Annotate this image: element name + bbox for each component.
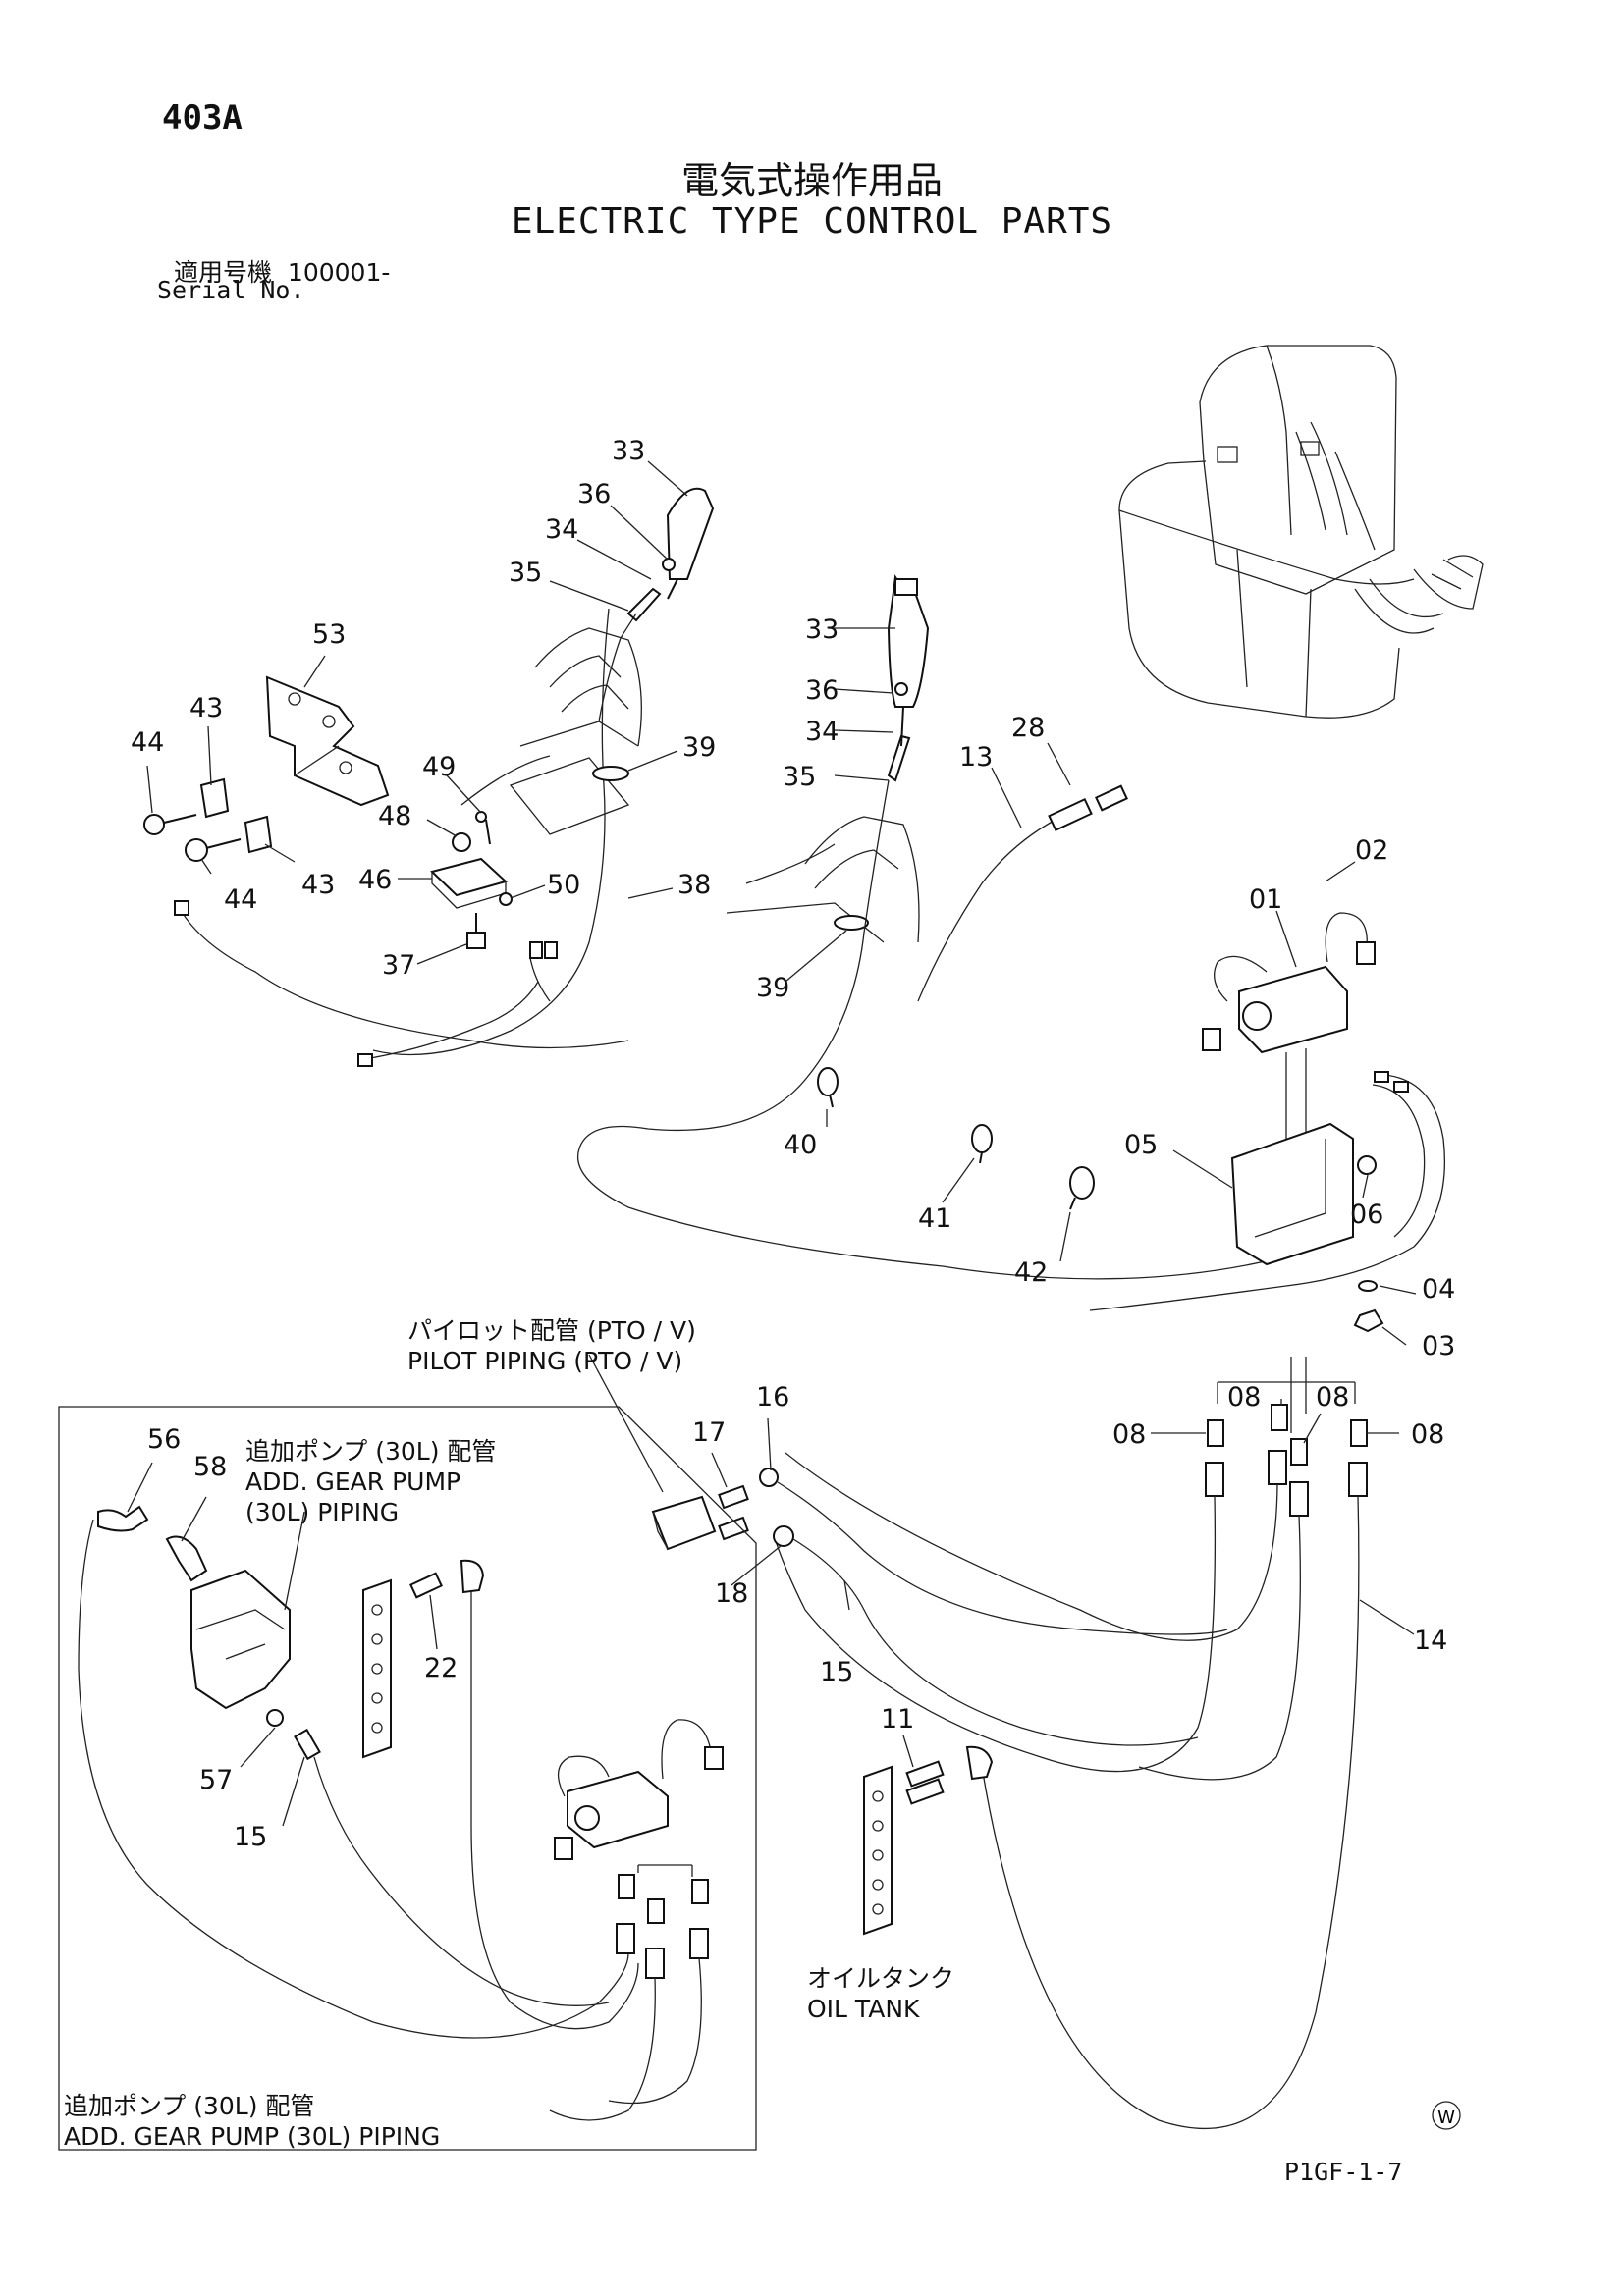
add-pump-top-label-en-1: ADD. GEAR PUMP: [245, 1468, 461, 1496]
serial-label-jp: 適用号機: [174, 258, 273, 287]
callout-53: 53: [312, 619, 346, 650]
pilot-piping-fittings: [588, 1354, 1228, 1746]
oil-tank-label-jp: オイルタンク: [807, 1964, 955, 1993]
add-pump-bottom-label-jp: 追加ポンプ (30L) 配管: [64, 2092, 315, 2120]
callout-numbers: 33 36 34 35 53 43 44 49 39 48 46 50 38 4…: [131, 436, 1455, 1852]
callout-36b: 36: [805, 675, 839, 706]
machine-overview-sketch: [1118, 345, 1484, 719]
hose-fittings: [775, 1357, 1368, 2129]
callout-03: 03: [1422, 1331, 1455, 1362]
harness-13: [917, 784, 1128, 1002]
callout-13: 13: [959, 742, 993, 773]
callout-04: 04: [1422, 1274, 1455, 1305]
add-pump-bottom-label-en: ADD. GEAR PUMP (30L) PIPING: [64, 2122, 441, 2151]
callout-44: 44: [131, 727, 164, 758]
callout-58: 58: [193, 1452, 227, 1482]
callout-50: 50: [547, 870, 580, 900]
callout-56: 56: [147, 1424, 181, 1455]
callout-05: 05: [1124, 1130, 1158, 1160]
serial-row: 適用号機 100001-: [174, 253, 390, 289]
callout-28: 28: [1011, 713, 1045, 743]
callout-34: 34: [545, 514, 578, 545]
callout-37: 37: [382, 950, 415, 981]
oil-tank-label-en: OIL TANK: [807, 1995, 920, 2023]
solenoid-valve-assembly: [1089, 912, 1446, 1333]
add-pump-top-label-jp: 追加ポンプ (30L) 配管: [245, 1437, 497, 1466]
pilot-piping-label-en: PILOT PIPING (PTO / V): [407, 1347, 683, 1375]
watermark-circle: [1432, 2101, 1461, 2130]
oil-tank-label: オイルタンク OIL TANK: [807, 1963, 954, 2024]
callout-15b: 15: [234, 1822, 267, 1852]
callout-06: 06: [1350, 1200, 1383, 1230]
callout-36: 36: [577, 479, 611, 509]
callout-17: 17: [692, 1417, 726, 1448]
callout-57: 57: [199, 1765, 233, 1795]
callout-08-c: 08: [1316, 1382, 1349, 1413]
callout-43: 43: [189, 693, 223, 723]
leader-lines: [127, 460, 1417, 1877]
callout-38: 38: [677, 870, 711, 900]
switch-bracket-assembly: [143, 675, 629, 1067]
callout-35: 35: [509, 558, 542, 588]
page-number: 403A: [162, 98, 243, 137]
callout-49: 49: [422, 752, 456, 782]
add-pump-piping-box: [58, 1406, 757, 2151]
watermark-symbol: W: [1437, 2108, 1455, 2128]
callout-15: 15: [820, 1657, 853, 1687]
callout-08-b: 08: [1227, 1382, 1261, 1413]
callout-48: 48: [378, 801, 411, 831]
callout-43b: 43: [301, 870, 335, 900]
callout-39b: 39: [756, 973, 789, 1003]
drawing-code: P1GF-1-7: [1284, 2158, 1403, 2186]
add-pump-bottom-label: 追加ポンプ (30L) 配管 ADD. GEAR PUMP (30L) PIPI…: [64, 2091, 440, 2152]
callout-44b: 44: [224, 884, 257, 915]
callout-02: 02: [1355, 835, 1388, 866]
page-title-jp: 電気式操作用品: [680, 159, 943, 202]
callout-11: 11: [881, 1704, 914, 1735]
serial-label-en: Serial No.: [157, 276, 305, 304]
add-pump-top-label-en-2: (30L) PIPING: [245, 1498, 400, 1526]
callout-35b: 35: [783, 762, 816, 792]
oil-tank-fittings: [863, 1745, 994, 1936]
callout-46: 46: [358, 865, 392, 895]
page-title-en: ELECTRIC TYPE CONTROL PARTS: [511, 201, 1113, 241]
callout-01: 01: [1249, 884, 1282, 915]
callout-39: 39: [682, 732, 716, 763]
serial-value: 100001-: [287, 258, 391, 287]
clamps: [817, 1067, 1095, 1210]
callout-34b: 34: [805, 717, 839, 747]
callout-16: 16: [756, 1382, 789, 1413]
callout-18: 18: [715, 1578, 748, 1609]
callout-08-d: 08: [1411, 1419, 1444, 1450]
callout-14: 14: [1414, 1626, 1447, 1656]
callout-42: 42: [1014, 1257, 1048, 1288]
callout-33b: 33: [805, 614, 839, 645]
add-pump-top-label: 追加ポンプ (30L) 配管 ADD. GEAR PUMP (30L) PIPI…: [245, 1436, 496, 1527]
right-control-lever: [577, 574, 1287, 1280]
callout-41: 41: [918, 1203, 951, 1234]
pilot-piping-label: パイロット配管 (PTO / V) PILOT PIPING (PTO / V): [407, 1315, 696, 1376]
pilot-piping-label-jp: パイロット配管 (PTO / V): [407, 1316, 696, 1345]
callout-40: 40: [784, 1130, 817, 1160]
callout-22: 22: [424, 1653, 458, 1683]
callout-33: 33: [612, 436, 645, 466]
callout-08-a: 08: [1112, 1419, 1146, 1450]
left-control-lever: [372, 487, 715, 1056]
